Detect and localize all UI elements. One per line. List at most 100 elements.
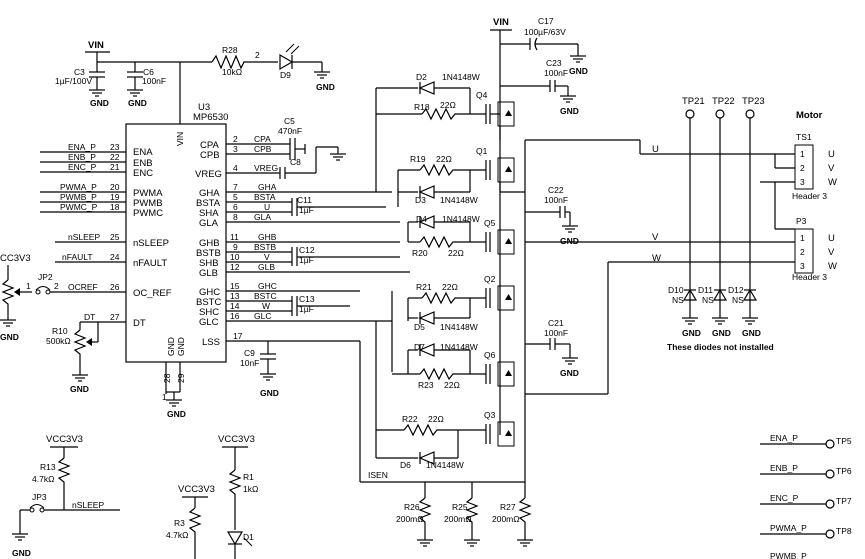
mosfet-q5: Q5	[484, 218, 515, 255]
svg-text:PWMA_P: PWMA_P	[60, 182, 97, 192]
svg-text:JP3: JP3	[32, 492, 47, 502]
svg-text:11: 11	[230, 232, 239, 242]
svg-text:DT: DT	[133, 318, 146, 329]
svg-text:5: 5	[233, 192, 238, 202]
motor-label: Motor	[796, 110, 823, 121]
svg-text:C22: C22	[548, 185, 564, 195]
svg-text:Q1: Q1	[476, 146, 488, 156]
svg-text:D4: D4	[416, 214, 427, 224]
svg-text:R19: R19	[410, 154, 426, 164]
svg-text:CPB: CPB	[254, 144, 272, 154]
svg-text:CPB: CPB	[200, 150, 220, 161]
svg-text:ENA: ENA	[133, 147, 153, 158]
svg-text:GND: GND	[560, 368, 579, 378]
svg-text:Q4: Q4	[476, 90, 488, 100]
svg-text:BSTC: BSTC	[196, 297, 221, 308]
svg-text:D6: D6	[400, 460, 411, 470]
svg-text:PWMB_P: PWMB_P	[770, 551, 807, 559]
svg-text:U: U	[264, 202, 270, 212]
vin-rail: VIN C17 100µF/63V GND GND C23 100nF	[490, 16, 588, 435]
svg-text:23: 23	[110, 142, 120, 152]
c11-value: 1µF	[299, 205, 314, 215]
svg-text:100nF: 100nF	[544, 195, 568, 205]
svg-text:15: 15	[230, 281, 240, 291]
svg-text:R3: R3	[174, 518, 185, 528]
svg-text:D5: D5	[414, 322, 425, 332]
gnd-c6: GND	[128, 98, 147, 108]
svg-text:R26: R26	[404, 502, 420, 512]
ic-part: MP6530	[193, 112, 228, 123]
vcc-cut: CC3V3	[0, 253, 31, 264]
svg-text:2: 2	[233, 134, 238, 144]
svg-text:BSTC: BSTC	[254, 291, 277, 301]
svg-text:GHA: GHA	[258, 182, 277, 192]
pin-nsleep: nSLEEP 25 nSLEEP	[55, 232, 169, 249]
svg-text:nFAULT: nFAULT	[133, 258, 167, 269]
svg-text:V: V	[828, 163, 835, 174]
svg-text:PWMC: PWMC	[133, 208, 163, 219]
net-w: W	[652, 253, 661, 264]
svg-text:18: 18	[110, 202, 120, 212]
svg-text:GLB: GLB	[258, 262, 275, 272]
svg-text:GLA: GLA	[254, 212, 271, 222]
svg-text:3: 3	[800, 261, 805, 271]
svg-text:100nF: 100nF	[544, 328, 568, 338]
ic-right-wiring: C5 470nF C8 C11 1µF	[226, 116, 525, 483]
c9-ref: C9	[244, 348, 255, 358]
svg-text:200mΩ: 200mΩ	[492, 514, 520, 524]
ic-right-pins: CPA CPB VREG GHA BSTA SHA GLA GHB BSTB S…	[195, 134, 278, 348]
svg-text:VREG: VREG	[195, 169, 222, 180]
svg-text:GHC: GHC	[258, 281, 277, 291]
ic-u3: U3 MP6530 VIN 1 GND GND GND 28 29	[125, 102, 228, 419]
vin-label-left: VIN	[88, 40, 104, 51]
c13-value: 1µF	[299, 304, 314, 314]
mosfet-q2: Q2	[484, 274, 515, 311]
svg-text:12: 12	[230, 262, 240, 272]
svg-text:GHB: GHB	[258, 232, 277, 242]
svg-text:ENA_P: ENA_P	[68, 142, 96, 152]
r10-ref: R10	[52, 326, 68, 336]
svg-text:6: 6	[233, 202, 238, 212]
ic-gnd-pin-1: GND	[166, 337, 176, 356]
svg-text:R21: R21	[416, 282, 432, 292]
svg-text:ENA_P: ENA_P	[770, 433, 798, 443]
isen-label: ISEN	[368, 470, 388, 480]
svg-text:GND: GND	[712, 328, 731, 338]
svg-text:2: 2	[800, 163, 805, 173]
svg-text:4.7kΩ: 4.7kΩ	[32, 474, 54, 484]
svg-text:GHB: GHB	[199, 238, 220, 249]
svg-text:8: 8	[233, 212, 238, 222]
svg-text:25: 25	[110, 232, 120, 242]
svg-text:W: W	[262, 301, 270, 311]
gnd-ic: GND	[167, 409, 186, 419]
svg-text:nSLEEP: nSLEEP	[68, 232, 100, 242]
c12-ref: C12	[299, 245, 315, 255]
c5-ref: C5	[284, 116, 295, 126]
gnd-c9: GND	[260, 388, 279, 398]
svg-text:SHA: SHA	[199, 208, 219, 219]
svg-text:PWMA: PWMA	[133, 188, 163, 199]
svg-text:GHC: GHC	[199, 287, 220, 298]
svg-text:R18: R18	[414, 102, 430, 112]
svg-text:GND: GND	[682, 328, 701, 338]
svg-text:TP23: TP23	[742, 96, 765, 107]
svg-text:26: 26	[110, 282, 120, 292]
gnd-c17: GND	[569, 66, 588, 76]
c23-ref: C23	[546, 58, 562, 68]
gnd-jp2: GND	[0, 332, 19, 342]
svg-text:VCC3V3: VCC3V3	[218, 434, 255, 445]
svg-text:D2: D2	[416, 72, 427, 82]
svg-text:P3: P3	[796, 216, 807, 226]
r28-value: 10kΩ	[222, 67, 242, 77]
svg-text:1N4148W: 1N4148W	[442, 72, 480, 82]
svg-text:nFAULT: nFAULT	[62, 252, 93, 262]
svg-text:1N4148W: 1N4148W	[440, 195, 478, 205]
svg-text:R20: R20	[412, 248, 428, 258]
svg-text:nSLEEP: nSLEEP	[133, 238, 169, 249]
svg-text:VCC3V3: VCC3V3	[46, 434, 83, 445]
svg-text:R25: R25	[452, 502, 468, 512]
svg-text:LSS: LSS	[202, 337, 220, 348]
